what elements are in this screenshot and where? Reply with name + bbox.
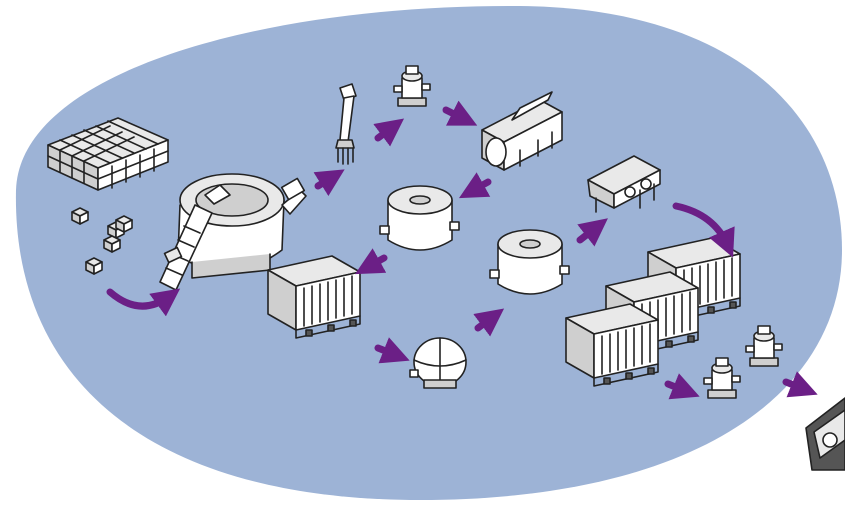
sphere-tank-icon — [409, 337, 467, 389]
control-unit-icon — [587, 155, 661, 213]
crusher-mixer-icon — [159, 173, 307, 291]
extruder-icon — [481, 91, 563, 171]
output-machine-icon — [805, 397, 845, 471]
robot-arm-icon — [335, 83, 357, 165]
flow-arrow-icon — [106, 100, 818, 400]
block-stack-icon — [47, 117, 169, 191]
dome-tank-icon — [489, 229, 570, 295]
dome-tank-icon — [379, 185, 460, 251]
